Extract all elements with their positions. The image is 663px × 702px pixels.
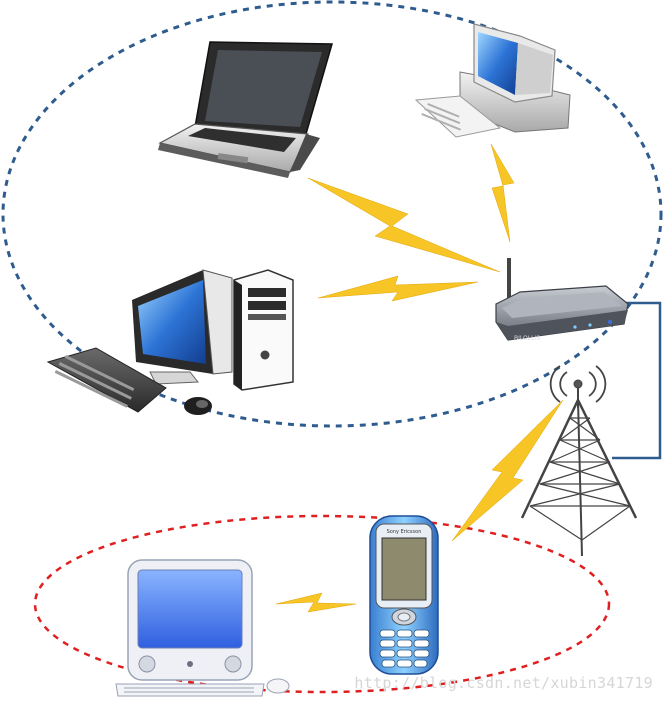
wired-link xyxy=(612,301,662,460)
phone-brand-label: Sony Ericsson xyxy=(387,529,422,535)
tower-pc-icon xyxy=(46,269,294,415)
laptop-icon xyxy=(158,41,333,178)
cell-tower-icon xyxy=(520,365,638,557)
lightning-laptop-router xyxy=(307,177,501,273)
lightning-phone-imac xyxy=(275,592,357,613)
wireless-router-icon: BILOLLIS xyxy=(495,258,629,342)
lightning-links xyxy=(275,143,564,613)
wlan-group-outline xyxy=(1,0,663,428)
mobile-group-outline xyxy=(33,514,611,694)
lightning-tower-phone xyxy=(451,399,564,542)
imac-icon xyxy=(115,559,290,697)
desktop-pc-icon xyxy=(414,23,571,138)
lightning-desktop-router xyxy=(317,275,479,302)
lightning-tower-router xyxy=(490,143,515,243)
router-label: BILOLLIS xyxy=(514,335,540,342)
mobile-phone-icon: Sony Ericsson xyxy=(369,515,439,675)
watermark-text: http://blog.csdn.net/xubin341719 xyxy=(354,674,653,692)
